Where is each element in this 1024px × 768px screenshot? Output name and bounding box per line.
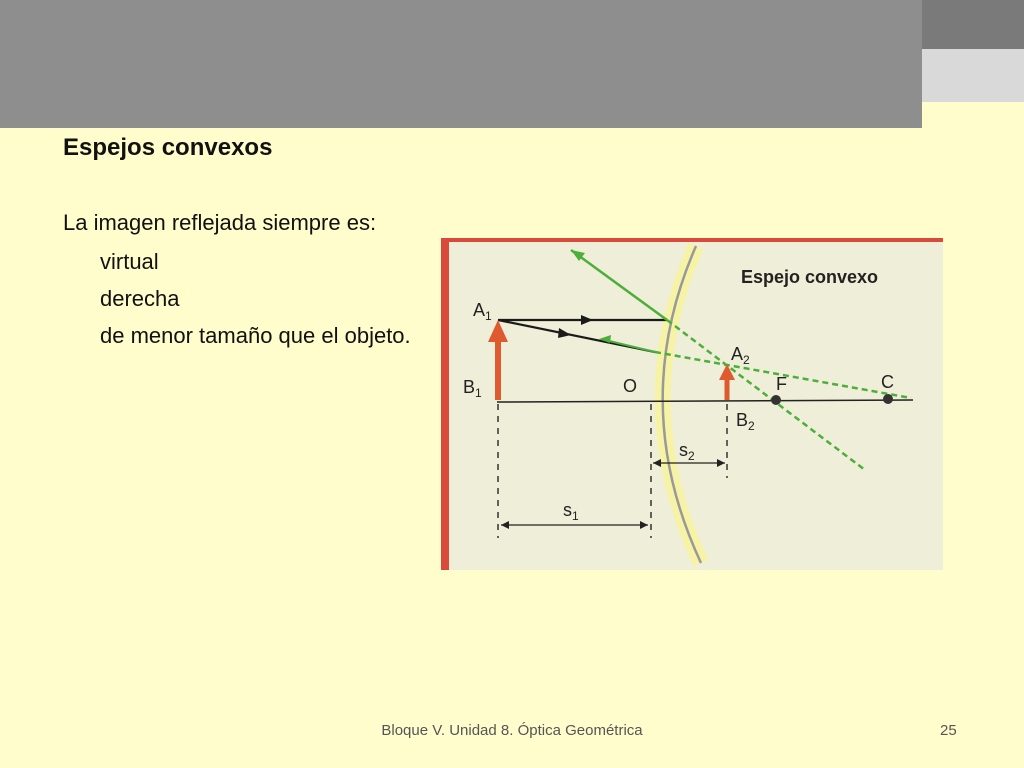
convex-mirror-diagram: Espejo convexo A1 B1 A2 B2 O F C s2 s1	[441, 238, 943, 570]
bullet-item: virtual	[100, 249, 159, 274]
s2-arrowheads	[653, 459, 725, 467]
corner-block-dark	[922, 0, 1024, 49]
focus-point	[771, 395, 781, 405]
label-s2: s2	[679, 440, 695, 463]
label-s1: s1	[563, 500, 579, 523]
corner-block-light	[922, 49, 1024, 102]
footer-text: Bloque V. Unidad 8. Óptica Geométrica	[381, 722, 643, 739]
reflected-ray	[570, 248, 668, 322]
label-b1: B1	[463, 377, 482, 400]
virtual-extension	[654, 350, 912, 400]
page-number: 25	[940, 722, 957, 739]
slide-title: Espejos convexos	[63, 134, 273, 161]
label-b2: B2	[736, 410, 755, 433]
ray-arrowhead	[581, 315, 593, 325]
optical-axis	[496, 399, 914, 403]
mirror-arc	[661, 245, 703, 564]
diagram-background	[441, 238, 943, 570]
label-center: C	[881, 372, 894, 392]
image-arrowhead	[719, 364, 735, 380]
virtual-extension	[666, 319, 866, 471]
label-a2: A2	[731, 344, 750, 367]
center-point	[883, 394, 893, 404]
reflected-arrowhead	[599, 335, 611, 343]
object-arrowhead	[488, 320, 508, 342]
diagram-frame-left	[441, 238, 449, 570]
ray-arrowhead	[558, 328, 571, 338]
bullet-item: de menor tamaño que el objeto.	[100, 323, 411, 348]
label-focus: F	[776, 374, 787, 394]
diagram-heading: Espejo convexo	[741, 267, 878, 287]
diagram-frame-top	[441, 238, 943, 242]
header-bar	[0, 0, 922, 128]
label-vertex: O	[623, 376, 637, 396]
bullet-list: virtual derecha de menor tamaño que el o…	[100, 247, 422, 358]
reflected-arrowhead	[571, 250, 585, 261]
bullet-item: derecha	[100, 286, 180, 311]
label-a1: A1	[473, 300, 492, 323]
slide-intro: La imagen reflejada siempre es:	[63, 210, 377, 235]
